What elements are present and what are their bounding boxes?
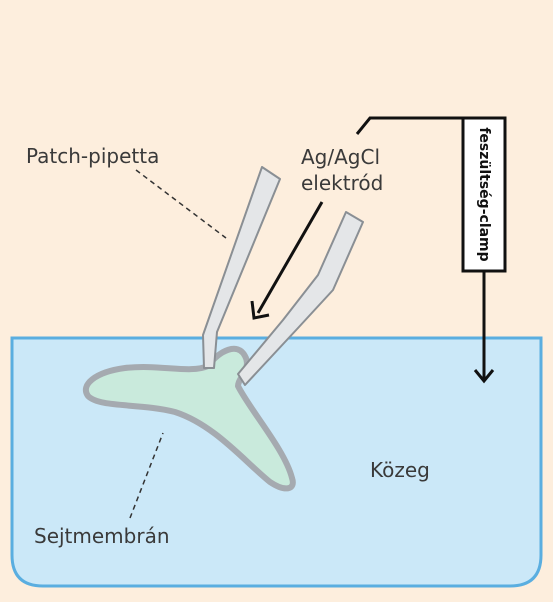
membrane-label: Sejtmembrán <box>34 524 170 548</box>
membrane-leader-line <box>129 432 164 519</box>
electrode-arrow-head <box>250 300 270 320</box>
electrode-label-line2: elektród <box>301 171 383 195</box>
voltage-clamp-label: feszültség-clamp <box>476 127 492 261</box>
electrode-arrow-line <box>256 201 324 314</box>
pipette-label: Patch-pipetta <box>26 144 159 168</box>
clamp-connector-line <box>355 116 463 135</box>
pipette-leader-line <box>135 169 227 239</box>
voltage-clamp-box <box>461 116 507 273</box>
electrode-label-line1: Ag/AgCl <box>301 145 380 169</box>
second-pipette <box>237 211 364 386</box>
patch-pipette <box>202 166 281 369</box>
medium-label: Közeg <box>370 458 430 482</box>
clamp-output-arrow-head <box>473 369 495 384</box>
